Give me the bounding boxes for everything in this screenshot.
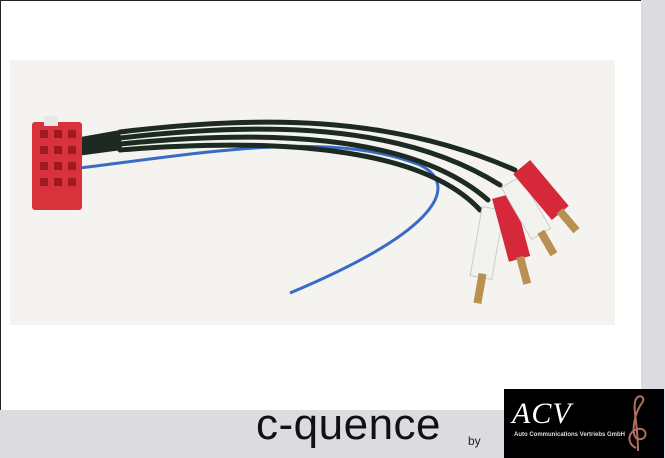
logo-main-text: ACV — [512, 397, 572, 430]
blue-wire — [79, 144, 440, 295]
rca-plug-white-1 — [469, 206, 505, 304]
cable-bundle — [117, 119, 518, 213]
by-label: by — [468, 434, 481, 448]
rca-plug-red-2 — [513, 159, 580, 234]
product-photo — [10, 60, 615, 325]
acv-logo: ACV Auto Communications Vertriebs GmbH — [504, 389, 664, 458]
rca-plug-white-2 — [500, 175, 558, 257]
treble-clef-icon — [628, 395, 647, 452]
heat-shrink — [75, 130, 122, 156]
iso-connector — [32, 116, 82, 210]
adapter-cable-illustration — [32, 116, 580, 304]
brand-name: c-quence — [256, 400, 442, 449]
rca-plug-red-1 — [492, 193, 532, 285]
logo-sub-text: Auto Communications Vertriebs GmbH — [514, 432, 626, 438]
right-strip — [641, 0, 665, 458]
